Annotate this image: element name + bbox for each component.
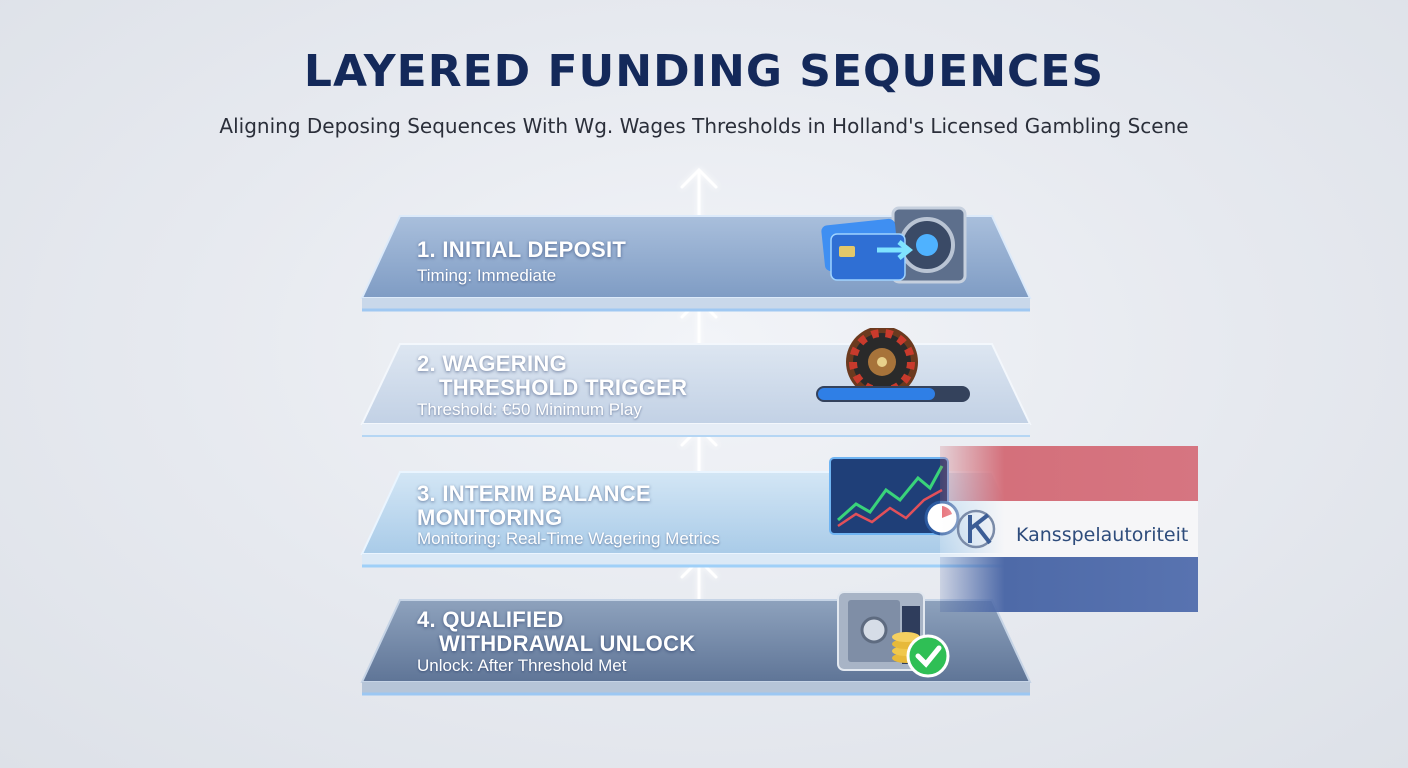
page-title: LAYERED FUNDING SEQUENCES	[303, 46, 1105, 97]
step-title: 3. INTERIM BALANCE MONITORING	[417, 482, 651, 530]
step-title-line1: 2. WAGERING	[417, 351, 567, 376]
regulator-name: Kansspelautoriteit	[1016, 524, 1189, 547]
roulette-progress-icon	[816, 328, 970, 402]
step-detail: Timing: Immediate	[417, 266, 557, 285]
step-title: 2. WAGERING THRESHOLD TRIGGER	[417, 352, 687, 400]
step-title: 1. INITIAL DEPOSIT	[417, 238, 626, 262]
progress-fill	[818, 388, 935, 400]
step-layer-4: 4. QUALIFIED WITHDRAWAL UNLOCK Unlock: A…	[360, 591, 1032, 702]
step-layer-3: 3. INTERIM BALANCE MONITORING Monitoring…	[360, 457, 1032, 572]
step-detail: Unlock: After Threshold Met	[417, 656, 627, 675]
flag-white-stripe: Kansspelautoriteit	[940, 501, 1198, 557]
step-title-line2: THRESHOLD TRIGGER	[439, 375, 688, 400]
card-to-vault-icon	[821, 206, 967, 284]
step-title-line2: MONITORING	[417, 505, 563, 530]
flag-blue-stripe	[940, 556, 1198, 613]
step-title-line1: 3. INTERIM BALANCE	[417, 481, 651, 506]
step-detail: Threshold: €50 Minimum Play	[417, 400, 642, 419]
step-title-line2: WITHDRAWAL UNLOCK	[439, 631, 696, 656]
dutch-flag-banner: Kansspelautoriteit	[940, 446, 1198, 613]
step-layer-1: 1. INITIAL DEPOSIT Timing: Immediate	[360, 206, 1032, 318]
flag-red-stripe	[940, 446, 1198, 502]
step-title-line1: 4. QUALIFIED	[417, 607, 564, 632]
step-layer-2: 2. WAGERING THRESHOLD TRIGGER Threshold:…	[360, 328, 1032, 442]
step-detail: Monitoring: Real-Time Wagering Metrics	[417, 529, 720, 548]
step-title: 4. QUALIFIED WITHDRAWAL UNLOCK	[417, 608, 695, 656]
safe-coins-check-icon	[837, 591, 950, 678]
kansspelautoriteit-logo-icon	[956, 510, 996, 549]
step-title-line1: 1. INITIAL DEPOSIT	[417, 237, 627, 262]
page-subtitle: Aligning Deposing Sequences With Wg. Wag…	[219, 114, 1189, 138]
